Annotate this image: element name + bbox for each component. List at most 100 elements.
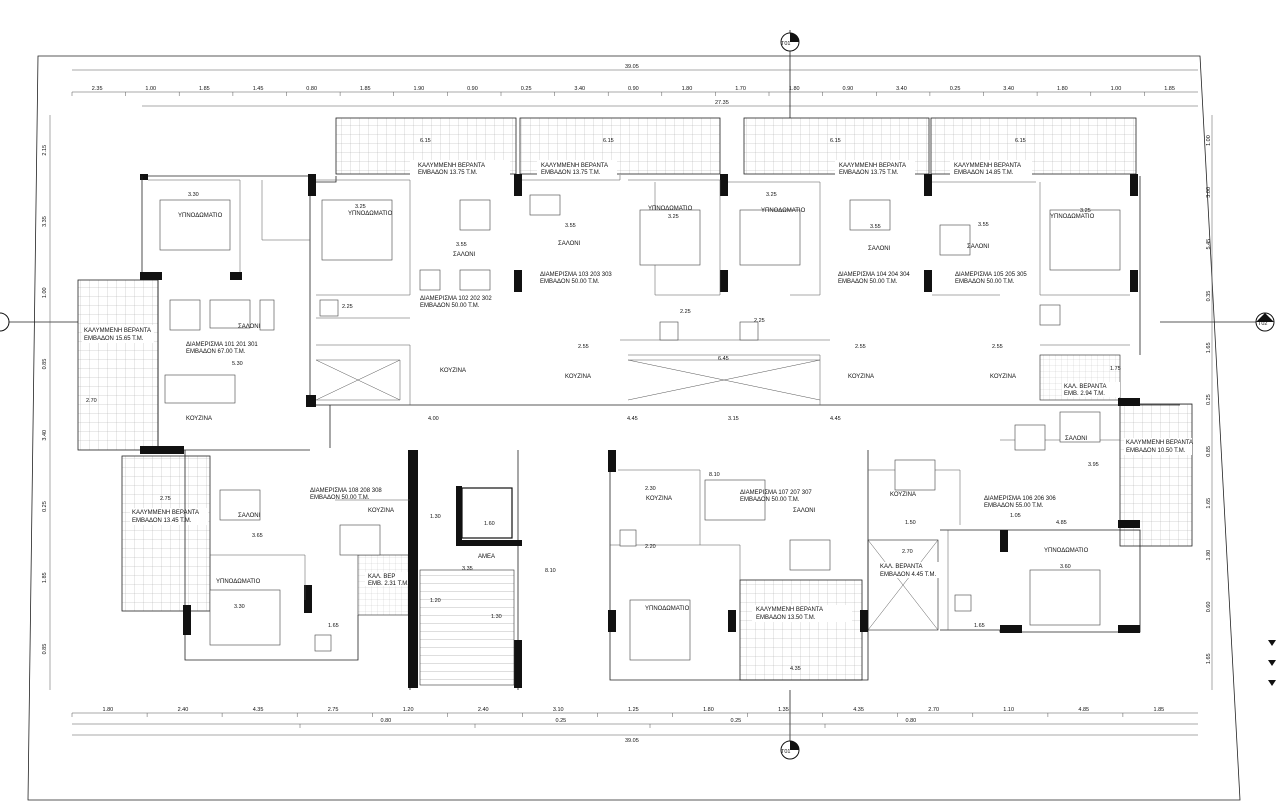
site-boundary <box>27 55 1241 801</box>
right-dimension-line: 1.003.005.450.351.650.250.851.651.800.60… <box>1206 115 1213 690</box>
dimension-value: 3.40 <box>896 86 907 92</box>
veranda-right-title: ΚΑΛΥΜΜΕΝΗ ΒΕΡΑΝΤΑ <box>1126 440 1193 446</box>
room-label-living: ΣΑΛΟΝΙ <box>238 513 261 519</box>
dim-label: 3.60 <box>1060 564 1071 570</box>
dim-label: 6.15 <box>420 138 431 144</box>
dimension-value: 1.80 <box>1206 550 1212 561</box>
dimension-value: 0.25 <box>521 86 532 92</box>
room-labels: ΥΠΝΟΔΩΜΑΤΙΟ ΥΠΝΟΔΩΜΑΤΙΟ ΥΠΝΟΔΩΜΑΤΙΟ ΥΠΝΟ… <box>178 206 1095 612</box>
veranda-top-2-title: ΚΑΛΥΜΜΕΝΗ ΒΕΡΑΝΤΑ <box>541 163 608 169</box>
dimension-value: 1.35 <box>778 707 789 713</box>
veranda-left-area: ΕΜΒΑΔΟΝ 15.65 Τ.Μ. <box>84 336 144 342</box>
apartment-103-name: ΔΙΑΜΕΡΙΣΜΑ 103 203 303 <box>540 272 612 278</box>
dimension-value: 1.25 <box>628 707 639 713</box>
dim-label: 3.30 <box>188 192 199 198</box>
room-label-living: ΣΑΛΟΝΙ <box>868 246 891 252</box>
furniture <box>159 194 1121 661</box>
veranda-left <box>77 279 159 451</box>
dimension-value: 1.85 <box>199 86 210 92</box>
dimension-value: 1.85 <box>1164 86 1175 92</box>
dimension-value: 2.70 <box>928 707 939 713</box>
dimension-value: 1.85 <box>360 86 371 92</box>
room-label-kitchen: ΚΟΥΖΙΝΑ <box>990 374 1016 380</box>
dimension-value: 1.00 <box>1111 86 1122 92</box>
dimension-value: 3.40 <box>574 86 585 92</box>
dim-label: 6.45 <box>718 356 729 362</box>
veranda-small-1-area: ΕΜΒ. 2.94 Τ.Μ. <box>1064 391 1105 397</box>
dimension-value: 3.40 <box>1003 86 1014 92</box>
dim-label: 1.30 <box>430 514 441 520</box>
veranda-small-2-title: ΚΑΛ. ΒΕΡ <box>368 574 395 580</box>
dim-label: 2.55 <box>992 344 1003 350</box>
dimension-value: 0.60 <box>1206 602 1212 613</box>
room-label-bedroom: ΥΠΝΟΔΩΜΑΤΙΟ <box>1050 214 1095 220</box>
dim-label: 2.70 <box>902 549 913 555</box>
veranda-top-2-area: ΕΜΒΑΔΟΝ 13.75 Τ.Μ. <box>541 170 601 176</box>
dimension-value: 0.85 <box>42 359 48 370</box>
veranda-bottom-center <box>739 579 863 681</box>
apartment-101-name: ΔΙΑΜΕΡΙΣΜΑ 101 201 301 <box>186 342 258 348</box>
room-label-bedroom: ΥΠΝΟΔΩΜΑΤΙΟ <box>348 211 393 217</box>
dimension-value: 0.25 <box>556 718 567 724</box>
building-walls <box>140 174 1180 690</box>
dimension-value: 1.80 <box>682 86 693 92</box>
room-label-bedroom: ΥΠΝΟΔΩΜΑΤΙΟ <box>648 206 693 212</box>
lift-shaft <box>461 487 513 539</box>
dimension-value: 0.80 <box>381 718 392 724</box>
apartment-106-name: ΔΙΑΜΕΡΙΣΜΑ 106 206 306 <box>984 496 1056 502</box>
section-marker-top: T01 <box>780 30 800 130</box>
veranda-bottom-left <box>121 455 211 612</box>
dim-label: 1.65 <box>974 623 985 629</box>
room-label-bedroom: ΥΠΝΟΔΩΜΑΤΙΟ <box>645 606 690 612</box>
room-label-living: ΣΑΛΟΝΙ <box>238 324 261 330</box>
interior-partitions <box>148 175 1130 630</box>
dimension-value: 0.90 <box>843 86 854 92</box>
dimension-value: 5.45 <box>1206 239 1212 250</box>
dim-label: 1.75 <box>1110 366 1121 372</box>
dim-label: 2.75 <box>160 496 171 502</box>
dimension-value: 0.90 <box>628 86 639 92</box>
dim-label: 3.15 <box>728 416 739 422</box>
dimension-value: 3.00 <box>1206 187 1212 198</box>
dimension-value: 0.80 <box>306 86 317 92</box>
dim-label: 3.55 <box>565 223 576 229</box>
apartment-108-name: ΔΙΑΜΕΡΙΣΜΑ 108 208 308 <box>310 488 382 494</box>
veranda-bottom-center-area: ΕΜΒΑΔΟΝ 13.50 Τ.Μ. <box>756 615 816 621</box>
veranda-top-1-title: ΚΑΛΥΜΜΕΝΗ ΒΕΡΑΝΤΑ <box>418 163 485 169</box>
veranda-small-3-title: ΚΑΛ. ΒΕΡΑΝΤΑ <box>880 564 922 570</box>
dimension-value: 1.65 <box>1206 498 1212 509</box>
dim-label: 2.55 <box>855 344 866 350</box>
apartment-101-area: ΕΜΒΑΔΟΝ 67.00 Τ.Μ. <box>186 349 246 355</box>
bottom-overall-width-label: 39.05 <box>625 738 639 744</box>
dimension-value: 0.85 <box>1206 446 1212 457</box>
lift-label: ΑΜΕΑ <box>478 554 495 560</box>
dimension-value: 1.80 <box>789 86 800 92</box>
dim-label: 1.50 <box>905 520 916 526</box>
dim-label: 3.55 <box>456 242 467 248</box>
dim-label: 1.65 <box>328 623 339 629</box>
room-label-living: ΣΑΛΟΝΙ <box>558 241 581 247</box>
veranda-small-2-area: ΕΜΒ. 2.31 Τ.Μ. <box>368 581 409 587</box>
veranda-small-1-title: ΚΑΛ. ΒΕΡΑΝΤΑ <box>1064 384 1106 390</box>
dim-label: 2.25 <box>342 304 353 310</box>
dimension-value: 2.35 <box>92 86 103 92</box>
dim-label: 3.55 <box>978 222 989 228</box>
dim-label: 3.55 <box>870 224 881 230</box>
dim-label: 3.25 <box>668 214 679 220</box>
dimension-value: 0.90 <box>467 86 478 92</box>
room-label-bedroom: ΥΠΝΟΔΩΜΑΤΙΟ <box>178 213 223 219</box>
veranda-bottom-center-title: ΚΑΛΥΜΜΕΝΗ ΒΕΡΑΝΤΑ <box>756 607 823 613</box>
dimension-value: 4.35 <box>253 707 264 713</box>
dimension-value: 1.85 <box>1154 707 1165 713</box>
dim-label: 2.20 <box>645 544 656 550</box>
interior-dimension-labels: 3.30 3.25 3.55 3.55 3.25 3.25 3.55 3.55 … <box>86 192 1121 672</box>
room-label-kitchen: ΚΟΥΖΙΝΑ <box>368 508 394 514</box>
dimension-value: 3.40 <box>42 430 48 441</box>
dim-label: 3.95 <box>1088 462 1099 468</box>
room-label-kitchen: ΚΟΥΖΙΝΑ <box>890 492 916 498</box>
dimension-value: 0.25 <box>731 718 742 724</box>
